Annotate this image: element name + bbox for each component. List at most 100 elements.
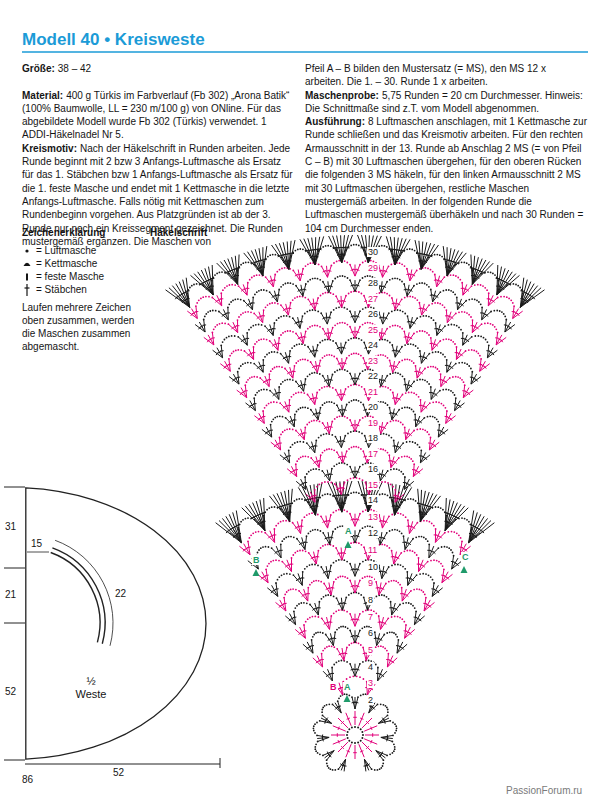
chain-stitch xyxy=(324,450,326,452)
chain-stitch xyxy=(317,514,319,516)
chain-stitch xyxy=(285,520,287,522)
chain-stitch xyxy=(345,388,347,390)
stitch-symbol xyxy=(290,416,294,427)
chain-stitch xyxy=(396,636,398,638)
chain-stitch xyxy=(397,372,399,374)
stitch-symbol xyxy=(307,588,309,602)
chain-stitch xyxy=(406,407,408,409)
chain-stitch xyxy=(323,433,325,435)
stitch-symbol xyxy=(439,536,442,539)
chain-stitch xyxy=(336,451,338,453)
stitch-symbol xyxy=(304,427,305,439)
chain-stitch xyxy=(412,499,414,501)
chain-stitch xyxy=(358,642,360,644)
chain-stitch xyxy=(430,437,432,439)
stitch-symbol xyxy=(305,477,307,489)
stitch-symbol xyxy=(418,489,421,522)
chain-stitch xyxy=(458,534,460,536)
stitch-symbol xyxy=(267,431,270,433)
chain-stitch xyxy=(428,383,430,385)
chain-stitch xyxy=(375,612,377,614)
stitch-symbol xyxy=(424,602,434,611)
chain-stitch xyxy=(408,456,410,458)
chain-stitch xyxy=(397,512,399,514)
chain-stitch xyxy=(304,426,306,428)
stitch-symbol xyxy=(356,424,359,425)
chain-stitch xyxy=(420,449,422,451)
chain-stitch xyxy=(447,531,449,533)
stitch-symbol xyxy=(365,735,379,736)
chain-stitch xyxy=(333,512,335,514)
stitch-symbol xyxy=(314,445,318,446)
stitch-symbol xyxy=(301,380,304,391)
chain-stitch xyxy=(390,389,392,391)
chain-stitch xyxy=(318,469,320,471)
chain-stitch xyxy=(322,755,324,757)
chain-stitch xyxy=(359,580,361,582)
chain-stitch xyxy=(313,634,315,636)
chain-stitch xyxy=(399,584,401,586)
chain-stitch xyxy=(334,528,336,530)
chain-stitch xyxy=(338,509,340,511)
stitch-symbol xyxy=(395,608,398,610)
chain-stitch xyxy=(283,573,285,575)
chain-stitch xyxy=(415,610,417,612)
stitch-symbol xyxy=(341,598,342,611)
chain-stitch xyxy=(393,743,395,745)
chain-stitch xyxy=(315,468,317,470)
chain-stitch xyxy=(322,375,324,377)
chain-stitch xyxy=(295,589,297,591)
chain-stitch xyxy=(362,577,364,579)
stitch-symbol xyxy=(265,533,274,543)
stitch-symbol xyxy=(378,671,387,681)
chain-stitch xyxy=(326,433,328,435)
stitch-symbol xyxy=(447,417,450,419)
chain-stitch xyxy=(387,495,389,497)
chain-stitch xyxy=(396,468,398,470)
chain-stitch xyxy=(346,678,348,680)
chain-stitch xyxy=(395,634,397,636)
stitch-symbol xyxy=(272,548,282,558)
stitch-symbol xyxy=(384,720,386,724)
stitch-symbol xyxy=(285,406,288,407)
chain-stitch xyxy=(318,437,320,439)
stitch-symbol xyxy=(356,569,359,570)
chain-stitch xyxy=(389,530,391,532)
chain-stitch xyxy=(312,529,314,531)
stitch-symbol xyxy=(364,726,377,731)
stitch-symbol xyxy=(341,721,344,724)
stitch-symbol xyxy=(387,738,388,741)
stitch-symbol xyxy=(418,471,420,474)
stitch-symbol xyxy=(375,632,377,645)
chain-stitch xyxy=(242,519,244,521)
chain-stitch xyxy=(406,571,408,573)
stitch-symbol xyxy=(356,378,359,379)
stitch-symbol xyxy=(350,564,355,577)
chain-stitch xyxy=(364,435,366,437)
dimension-line xyxy=(27,552,49,553)
dimension-tick xyxy=(4,760,25,761)
chain-stitch xyxy=(280,521,282,523)
stitch-symbol xyxy=(318,412,322,414)
chain-stitch xyxy=(419,589,421,591)
chain-stitch xyxy=(295,430,297,432)
chain-stitch xyxy=(384,481,386,483)
chain-stitch xyxy=(336,662,338,664)
stitch-symbol xyxy=(260,417,263,419)
chain-stitch xyxy=(394,746,396,748)
chain-stitch xyxy=(443,568,445,570)
chain-stitch xyxy=(309,604,311,606)
chain-stitch xyxy=(349,580,351,582)
stitch-symbol xyxy=(304,482,308,483)
chain-stitch xyxy=(380,767,382,769)
chain-stitch xyxy=(413,381,415,383)
chain-stitch xyxy=(289,573,291,575)
chain-stitch xyxy=(326,704,328,706)
chain-stitch xyxy=(336,416,338,418)
chain-stitch xyxy=(292,522,294,524)
chain-stitch xyxy=(339,415,341,417)
chain-stitch xyxy=(326,763,328,765)
chain-stitch xyxy=(292,429,294,431)
chain-stitch xyxy=(325,634,327,636)
chain-stitch xyxy=(405,602,407,604)
